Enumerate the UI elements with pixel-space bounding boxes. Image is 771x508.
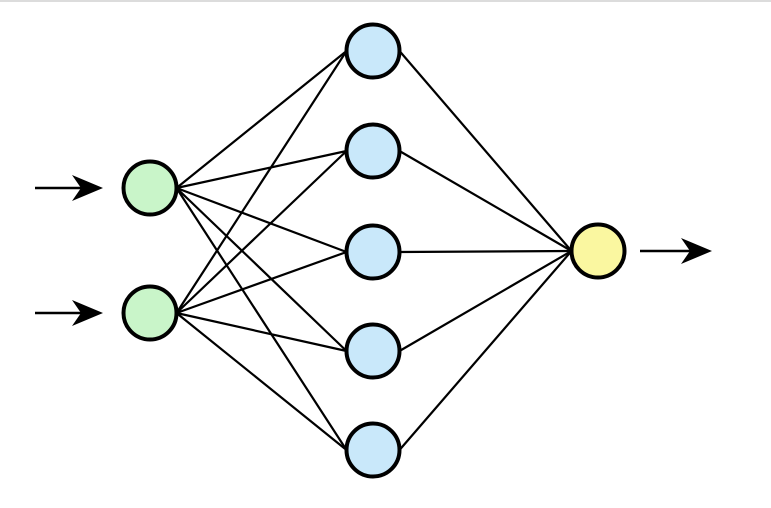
input-layer: [121, 159, 179, 342]
edge-input-1-hidden-4: [175, 186, 348, 353]
input-arrow-2: [35, 300, 103, 326]
edge-input-2-hidden-2: [175, 149, 348, 315]
output-arrow: [640, 238, 712, 264]
edge-hidden-5-output-1: [398, 249, 573, 452]
hidden-layer: [344, 22, 402, 479]
edge-input-2-hidden-3: [175, 250, 348, 315]
output-layer: [569, 222, 627, 280]
edge-input-2-hidden-5: [175, 311, 348, 452]
input-arrow-1: [35, 175, 103, 201]
node-hidden-2: [344, 122, 402, 180]
node-input-1: [121, 159, 179, 217]
top-border-line: [0, 0, 771, 2]
edges-group: [175, 49, 573, 452]
edge-input-2-hidden-4: [175, 311, 348, 353]
node-hidden-5: [344, 421, 402, 479]
edge-hidden-2-output-1: [398, 149, 573, 253]
arrow-head: [72, 175, 103, 201]
arrow-head: [72, 300, 103, 326]
arrow-head: [681, 238, 712, 264]
edge-hidden-3-output-1: [398, 249, 573, 254]
node-hidden-3: [344, 223, 402, 281]
node-output-1: [569, 222, 627, 280]
edge-input-1-hidden-1: [175, 49, 348, 190]
edge-input-1-hidden-5: [175, 186, 348, 452]
node-input-2: [121, 284, 179, 342]
node-hidden-1: [344, 22, 402, 80]
edge-hidden-1-output-1: [398, 49, 573, 253]
edge-input-2-hidden-1: [175, 49, 348, 315]
edge-input-1-hidden-2: [175, 149, 348, 190]
edge-input-1-hidden-3: [175, 186, 348, 254]
node-hidden-4: [344, 322, 402, 380]
edge-hidden-4-output-1: [398, 249, 573, 353]
